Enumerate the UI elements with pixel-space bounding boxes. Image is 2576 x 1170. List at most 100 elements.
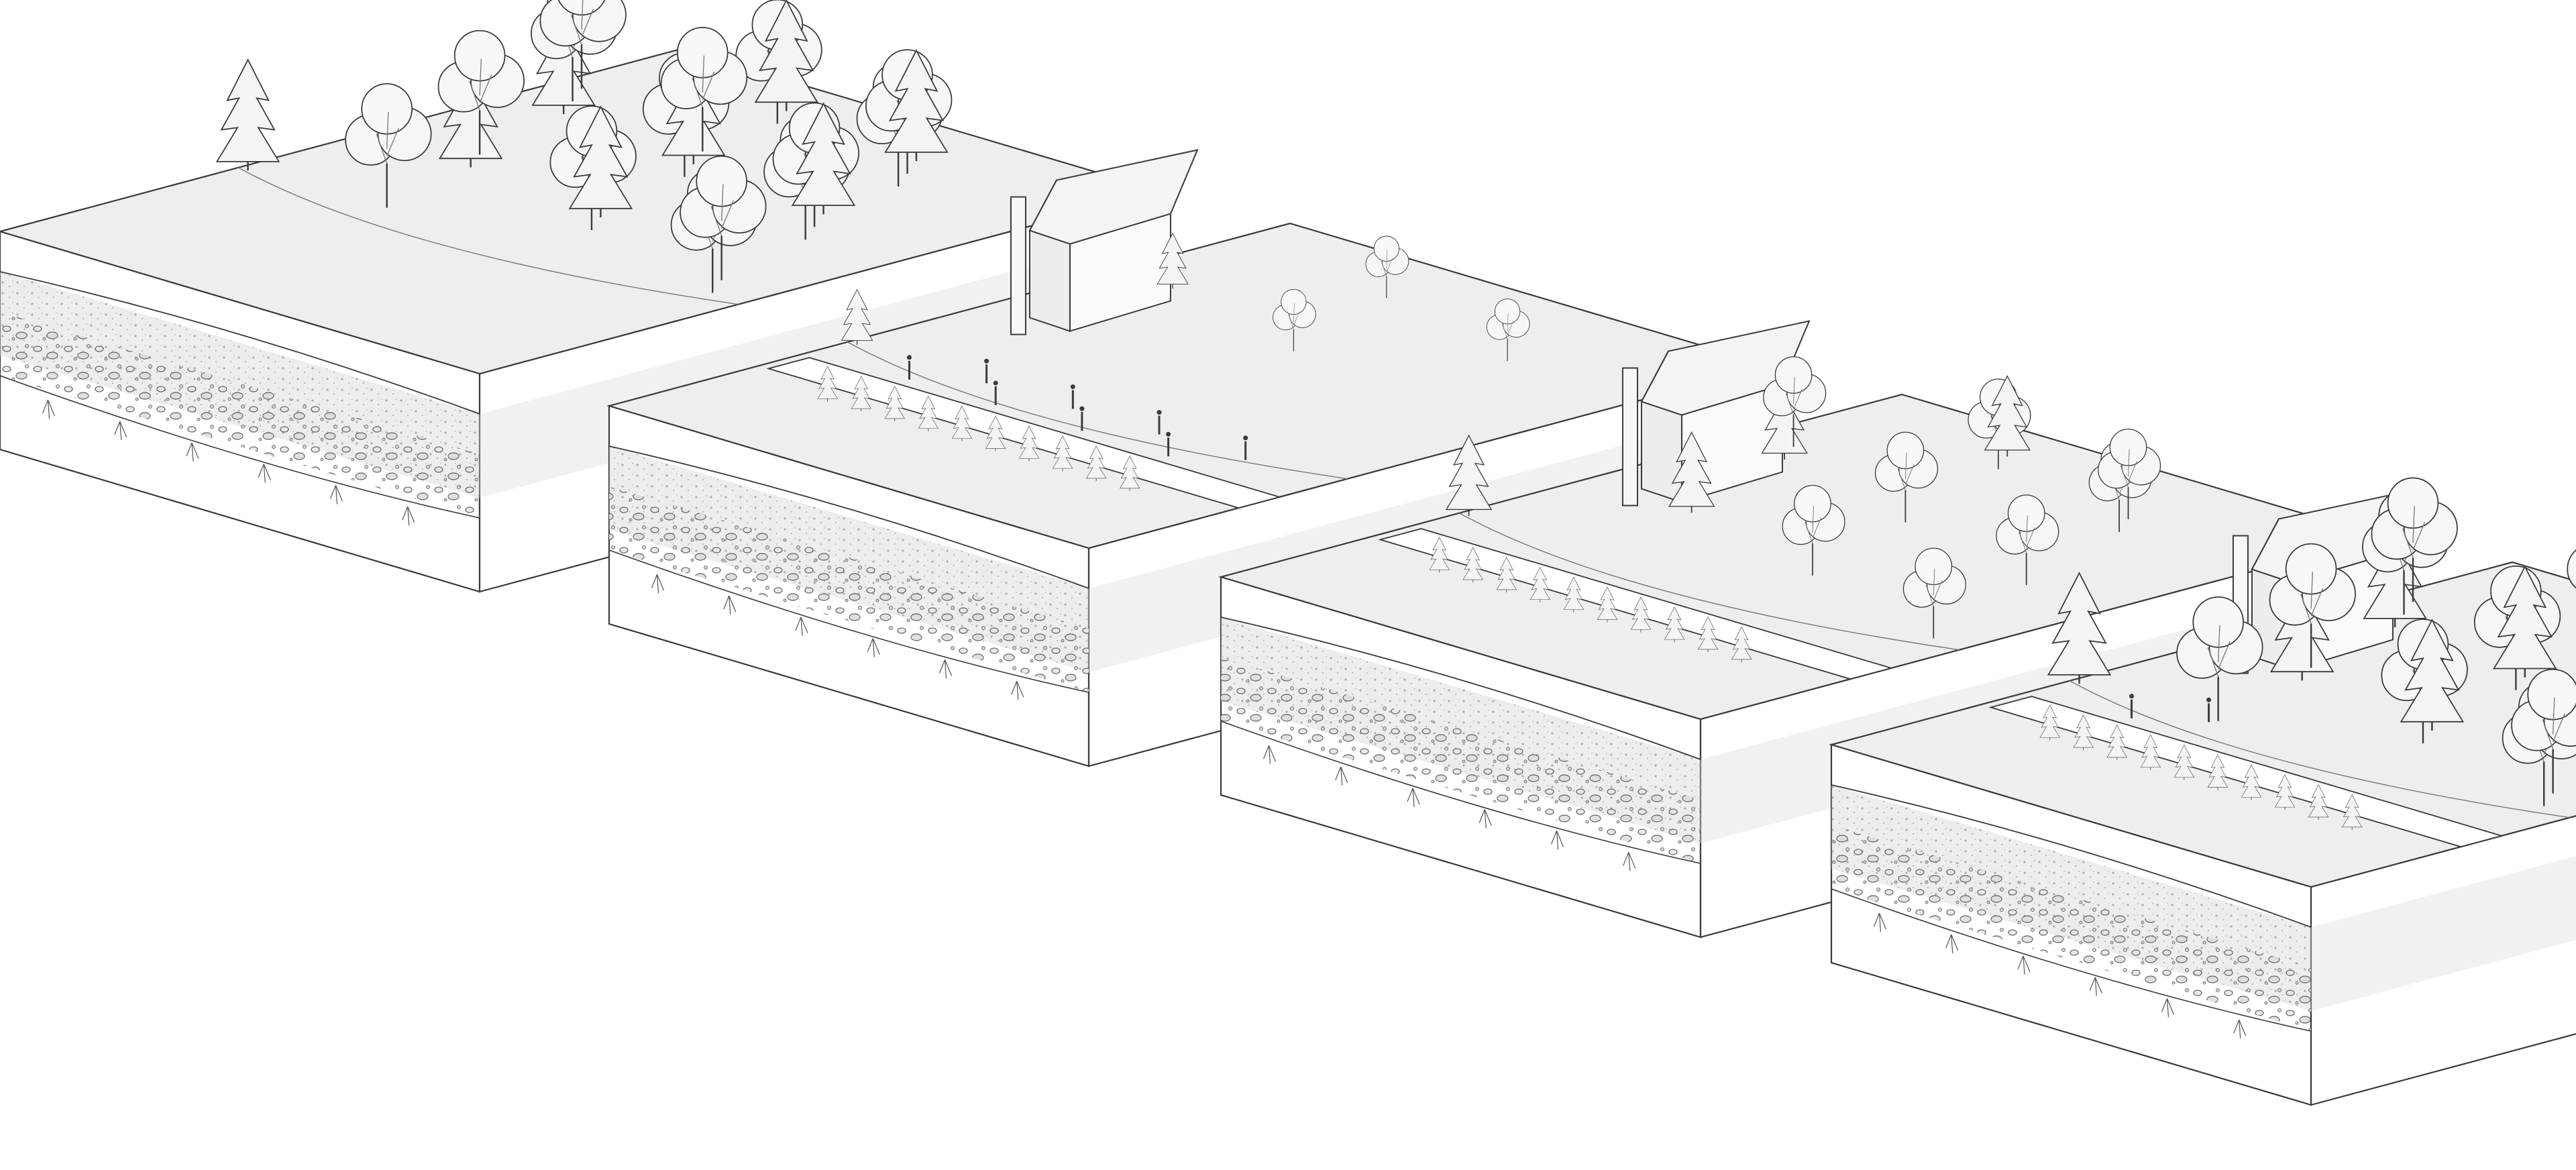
tree-canopy <box>884 49 949 153</box>
root <box>402 506 415 526</box>
tree-branches <box>1381 250 1393 276</box>
tree-canopy <box>1462 547 1483 580</box>
tree <box>2207 754 2229 790</box>
tree <box>791 102 856 215</box>
tree-branches <box>469 58 492 111</box>
gravel-layer <box>0 312 480 518</box>
root <box>938 659 953 679</box>
terrain-contour <box>847 341 1348 480</box>
tree-canopy <box>557 0 606 16</box>
tree <box>1996 494 2059 586</box>
tree <box>2400 619 2465 731</box>
tree <box>345 83 432 208</box>
person-head <box>1166 431 1171 437</box>
block-4 <box>1828 477 2576 1106</box>
person-figure <box>2206 697 2212 723</box>
person-figure <box>993 380 998 405</box>
tree <box>1462 547 1483 583</box>
stratum-line <box>0 271 480 415</box>
gravel-layer <box>1221 657 1701 863</box>
tree-canopy <box>1018 425 1040 459</box>
root <box>867 638 880 657</box>
house-gable-wall <box>1640 401 1682 503</box>
tree-canopy <box>361 83 413 135</box>
tree <box>1597 586 1618 623</box>
tree-canopy <box>1886 431 1925 470</box>
tree <box>884 49 949 162</box>
tree-canopy <box>851 376 871 409</box>
tree <box>1731 626 1752 662</box>
tree <box>2493 565 2557 678</box>
root <box>2233 1019 2247 1039</box>
tree-branches <box>692 55 715 108</box>
tree <box>1630 596 1652 633</box>
root <box>723 595 737 615</box>
tree-canopy <box>951 405 973 439</box>
tree-canopy <box>1085 445 1107 479</box>
tree-branches <box>2542 697 2565 749</box>
tree-canopy <box>1494 299 1521 325</box>
tree <box>215 58 280 171</box>
tree-canopy <box>696 155 747 207</box>
person-head <box>984 358 989 364</box>
tree-canopy <box>2567 549 2576 589</box>
tree-canopy <box>1984 375 2031 451</box>
root <box>1550 831 1564 850</box>
tree <box>1119 455 1140 491</box>
tree-canopy <box>2341 794 2363 828</box>
tree-branches <box>2402 506 2426 558</box>
person-head <box>1243 435 1248 441</box>
tree <box>1763 356 1827 447</box>
person-figure <box>1243 435 1248 460</box>
tree-canopy <box>1794 484 1831 523</box>
tree-canopy <box>2308 784 2329 818</box>
tree <box>1157 232 1189 289</box>
tree-canopy <box>2527 668 2576 721</box>
tree-branches <box>1925 568 1943 606</box>
tree-canopy <box>1668 431 1715 507</box>
tree-canopy <box>918 395 939 429</box>
tree <box>1697 617 1719 653</box>
root <box>258 464 271 483</box>
person-head <box>2206 697 2212 702</box>
tree <box>2274 774 2296 810</box>
tree <box>1085 445 1107 482</box>
block-side-face <box>2310 815 2576 1106</box>
root <box>42 399 56 419</box>
tree-branches <box>1288 303 1300 329</box>
tree-canopy <box>2192 596 2244 648</box>
tree-branches <box>2207 625 2231 677</box>
tree-canopy <box>215 58 280 162</box>
tree-canopy <box>2140 734 2161 768</box>
person-head <box>907 355 912 360</box>
house <box>1010 149 1199 335</box>
tree <box>2047 572 2112 684</box>
stratum-line <box>1220 617 1701 760</box>
roof-edge <box>1641 351 1669 403</box>
tree <box>1429 537 1450 573</box>
tree-canopy <box>985 415 1006 449</box>
tree <box>568 105 633 218</box>
root <box>1873 912 1887 933</box>
tree <box>2174 744 2195 780</box>
stratum-line <box>608 549 1089 693</box>
tree-branches <box>1785 377 1803 415</box>
tree <box>884 386 905 422</box>
tree <box>1782 484 1845 576</box>
stratum-line <box>608 445 1089 589</box>
tree-canopy <box>1529 566 1551 600</box>
tree-branches <box>376 111 399 164</box>
tree <box>754 0 819 111</box>
tree <box>1902 547 1966 639</box>
tree-canopy <box>1157 232 1189 284</box>
tree <box>2511 668 2576 794</box>
tree <box>437 30 525 155</box>
root <box>651 574 665 594</box>
house-gable-wall <box>1028 229 1071 332</box>
root <box>114 421 127 441</box>
tree-canopy <box>2241 764 2262 798</box>
tree-branches <box>2120 449 2137 488</box>
root <box>795 617 808 636</box>
roof-edge <box>2251 519 2279 570</box>
landscape-blocks <box>0 0 2576 1106</box>
